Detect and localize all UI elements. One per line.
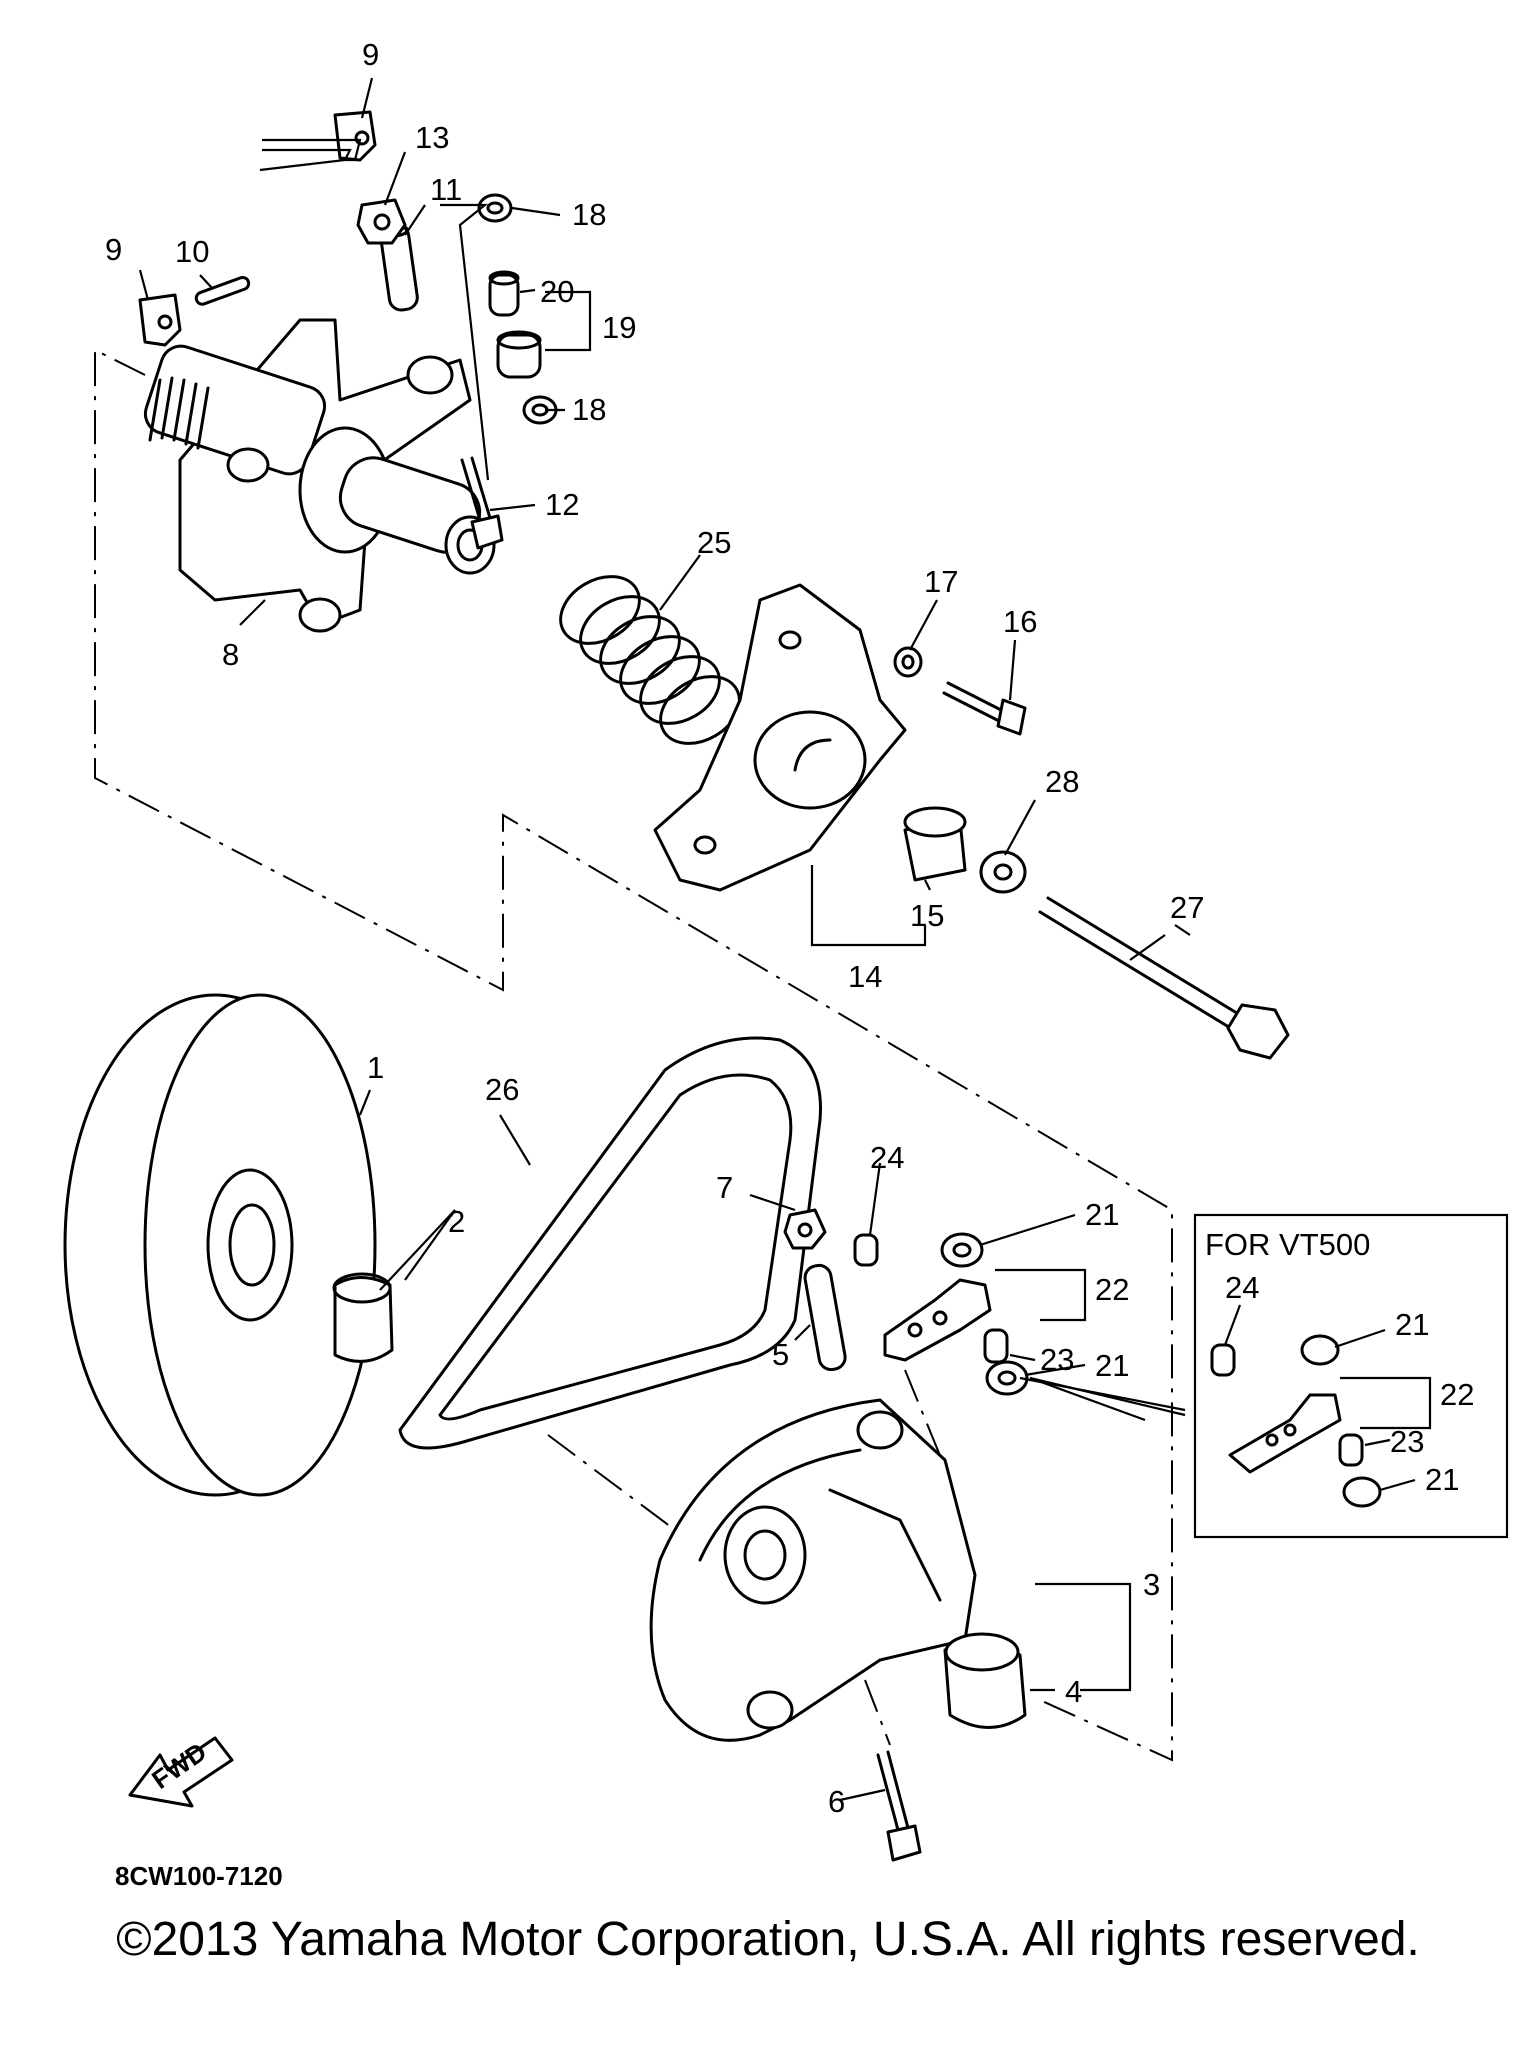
part-25-spring [559, 575, 741, 745]
part-24-cap [853, 1233, 879, 1267]
inset-part-21-washer-a [1300, 1334, 1340, 1366]
part-13-nut [356, 198, 407, 245]
callout-vt500-24: 24 [1225, 1270, 1259, 1305]
part-5-pin [803, 1263, 847, 1372]
inset-vt500: FOR VT500 [1193, 1213, 1509, 1539]
inset-part-23-pin [1338, 1433, 1364, 1467]
part-27-long-bolt [1038, 896, 1290, 1060]
part-4-bushing [943, 1632, 1027, 1729]
part-17-washer [893, 646, 923, 678]
inset-part-24-cap [1210, 1343, 1236, 1377]
callout-26: 26 [485, 1072, 519, 1107]
callout-28: 28 [1045, 764, 1079, 799]
callout-2: 2 [448, 1204, 465, 1239]
callout-11: 11 [430, 172, 462, 207]
part-23-pin [983, 1328, 1009, 1364]
callout-9-left: 9 [105, 232, 122, 267]
part-21-washer-a [940, 1232, 984, 1268]
diagram-code: 8CW100-7120 [115, 1861, 283, 1891]
callout-14: 14 [848, 959, 882, 994]
assembly-guide-lines [94, 348, 1173, 1762]
callout-16: 16 [1003, 604, 1037, 639]
part-1-fixed-sheave [63, 993, 377, 1497]
part-28-washer [979, 850, 1027, 894]
callout-4: 4 [1065, 1674, 1082, 1709]
part-3-movable-sheave [649, 1398, 977, 1742]
part-21-washer-b [985, 1360, 1029, 1396]
callout-3: 3 [1143, 1567, 1160, 1602]
callout-17: 17 [924, 564, 958, 599]
callout-27: 27 [1170, 890, 1204, 925]
fwd-arrow-icon: FWD [128, 1736, 234, 1808]
part-20-bushing [488, 270, 520, 317]
inset-title: FOR VT500 [1205, 1227, 1370, 1262]
leader-lines [138, 77, 1432, 1802]
part-9-weight-left [138, 293, 182, 347]
part-19-roller [496, 330, 542, 379]
callout-5: 5 [772, 1337, 789, 1372]
callout-21-b: 21 [1095, 1348, 1129, 1383]
callout-1: 1 [367, 1050, 384, 1085]
part-9-weight-top [333, 110, 377, 162]
callout-25: 25 [697, 525, 731, 560]
callout-23: 23 [1040, 1342, 1074, 1377]
callout-vt500-22: 22 [1440, 1377, 1474, 1412]
callout-vt500-21-b: 21 [1425, 1462, 1459, 1497]
inset-part-21-washer-b [1342, 1476, 1382, 1508]
part-8-spider-hub [143, 318, 496, 633]
callout-8: 8 [222, 637, 239, 672]
part-10-pin [194, 275, 251, 306]
callout-7: 7 [716, 1170, 733, 1205]
part-22-arm [883, 1278, 992, 1362]
part-15-bushing [903, 806, 967, 882]
callout-vt500-21-a: 21 [1395, 1307, 1429, 1342]
copyright-notice: ©2013 Yamaha Motor Corporation, U.S.A. A… [116, 1913, 1420, 1966]
callout-12: 12 [545, 487, 579, 522]
callout-18-bottom: 18 [572, 392, 606, 427]
callout-22: 22 [1095, 1272, 1129, 1307]
part-14-cover [653, 583, 907, 892]
part-16-bolt [942, 681, 1027, 736]
callout-numbers: 9 13 11 18 20 19 18 12 9 10 8 25 17 16 2… [105, 37, 1474, 1819]
part-7-nut [783, 1208, 827, 1250]
callout-24: 24 [870, 1140, 904, 1175]
callout-15: 15 [910, 898, 944, 933]
part-18-washer-top [477, 193, 513, 223]
callout-18-top: 18 [572, 197, 606, 232]
callout-21-a: 21 [1085, 1197, 1119, 1232]
part-12-bolt [460, 456, 504, 550]
callout-20: 20 [540, 274, 574, 309]
part-6-bolt [876, 1750, 922, 1862]
callout-10: 10 [175, 234, 209, 269]
callout-19: 19 [602, 310, 636, 345]
part-2-collar [332, 1272, 394, 1363]
callout-9-top: 9 [362, 37, 379, 72]
callout-vt500-23: 23 [1390, 1424, 1424, 1459]
callout-13: 13 [415, 120, 449, 155]
part-26-belt [398, 1036, 822, 1450]
callout-6: 6 [828, 1784, 845, 1819]
